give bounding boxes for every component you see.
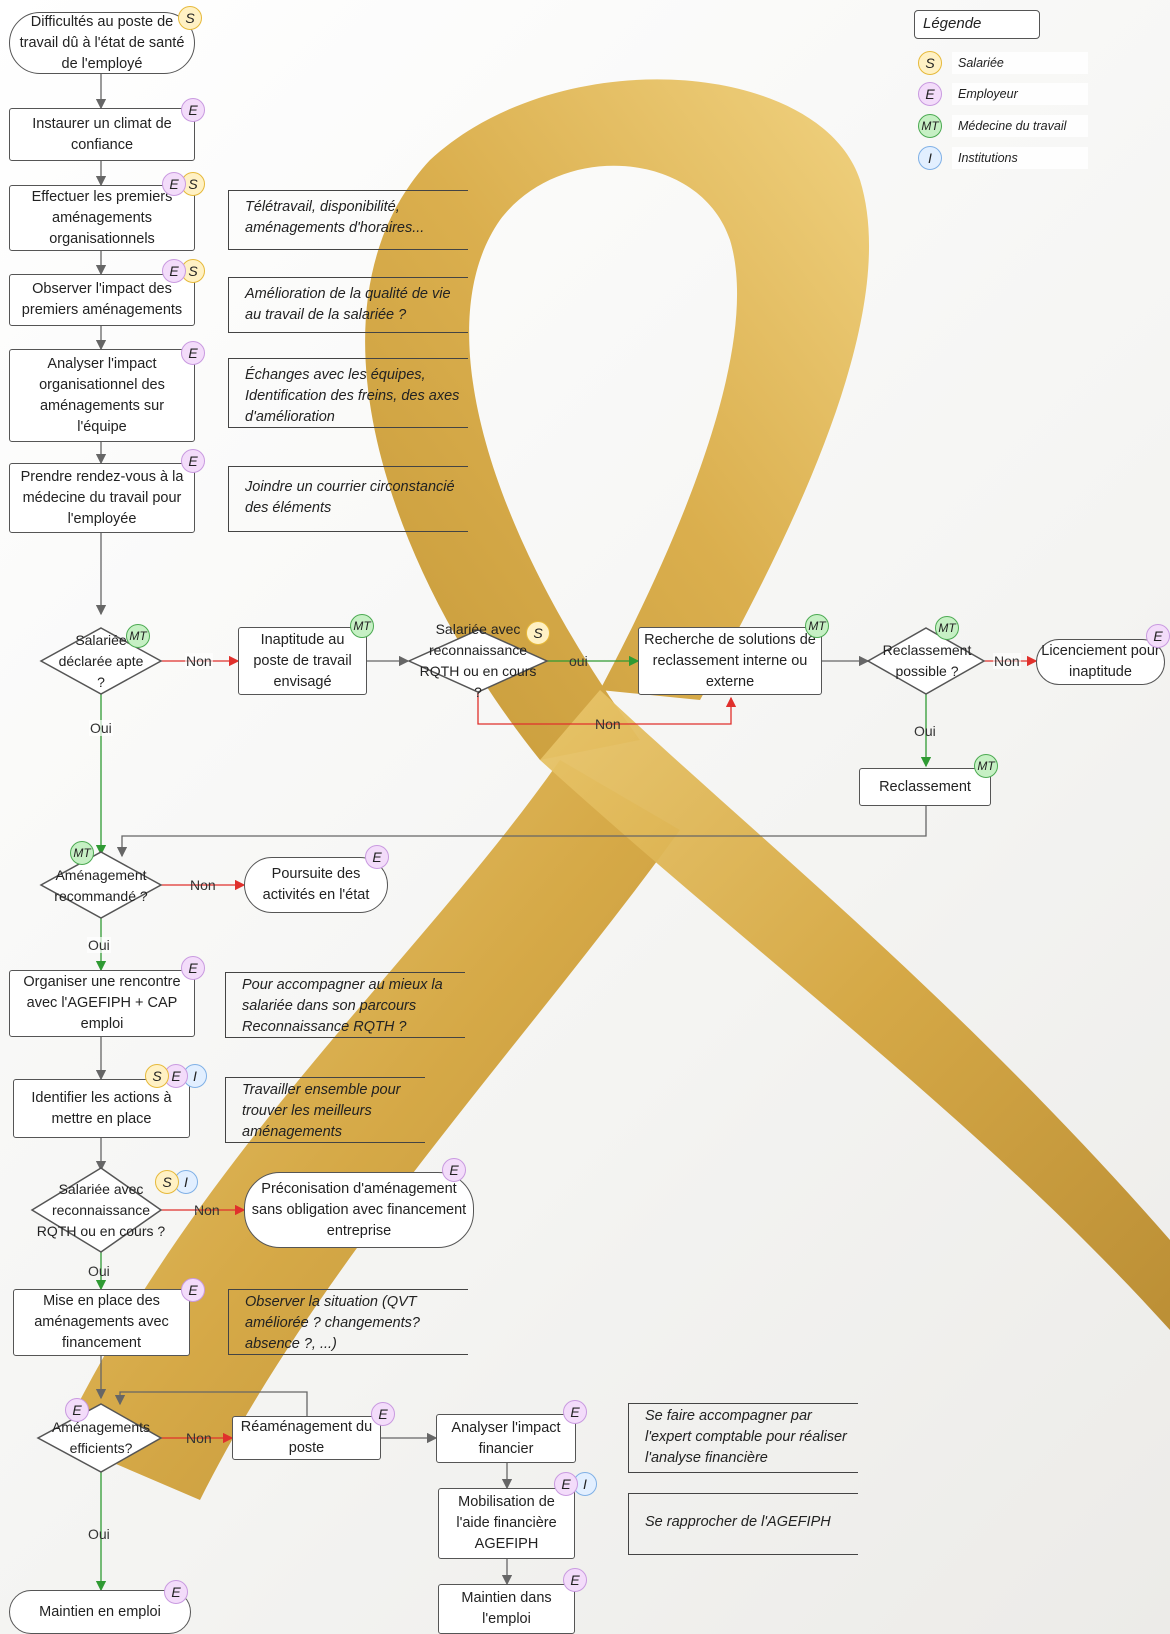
role-badge-e-n15: E <box>181 1278 205 1302</box>
note-observer-situation: Observer la situation (QVT améliorée ? c… <box>228 1289 468 1355</box>
role-badge-s-n1: S <box>178 6 202 30</box>
decision-label-amenagement-recommande: Aménagement recommandé ? <box>54 867 148 904</box>
role-badge-e-n3: E <box>162 172 186 196</box>
role-badge-s-d2: S <box>526 621 550 645</box>
role-badge-mt-d4: MT <box>70 841 94 865</box>
role-badge-e-n19: E <box>563 1568 587 1592</box>
legend-row-e: E Employeur <box>918 81 1094 107</box>
edge-label-oui-d2: oui <box>569 653 588 669</box>
start-node-difficultes: Difficultés au poste de travail dû à l'é… <box>9 12 195 74</box>
role-badge-s-n4: S <box>181 259 205 283</box>
role-badge-s-n13: S <box>145 1064 169 1088</box>
role-badge-e-n5: E <box>181 341 205 365</box>
role-badge-mt-n10: MT <box>974 754 998 778</box>
decision-label-reclassement-possible: Reclassement possible ? <box>882 642 972 679</box>
step-reamenagement: Réaménagement du poste <box>232 1416 381 1460</box>
legend-badge-i: I <box>918 146 942 170</box>
note-echanges: Échanges avec les équipes, Identificatio… <box>228 358 468 428</box>
role-badge-mt-d3: MT <box>935 616 959 640</box>
end-node-licenciement: Licenciement pour inaptitude <box>1036 639 1165 685</box>
role-badge-e-n16: E <box>371 1402 395 1426</box>
edge-label-non-d6: Non <box>186 1430 212 1446</box>
ribbon-right-tail <box>540 690 1170 1330</box>
note-accompagner: Pour accompagner au mieux la salariée da… <box>225 972 465 1038</box>
ribbon-loop <box>365 79 870 760</box>
step-analyser-impact-financier: Analyser l'impact financier <box>436 1414 576 1463</box>
step-climat-confiance: Instaurer un climat de confiance <box>9 108 195 161</box>
step-recherche-reclassement: Recherche de solutions de reclassement i… <box>638 627 822 695</box>
role-badge-e-n9: E <box>1146 624 1170 648</box>
legend-row-mt: MT Médecine du travail <box>918 113 1094 139</box>
note-teletravail: Télétravail, disponibilité, aménagements… <box>228 190 468 250</box>
step-observer-impact: Observer l'impact des premiers aménageme… <box>9 274 195 326</box>
role-badge-e-n12: E <box>181 956 205 980</box>
legend-label-mt: Médecine du travail <box>952 115 1088 137</box>
decision-label-rqth-2: Salariée avec reconnaissance RQTH ou en … <box>36 1180 166 1239</box>
note-qualite-vie: Amélioration de la qualité de vie au tra… <box>228 277 468 333</box>
edge-label-non-d5: Non <box>194 1202 220 1218</box>
edge-label-non-d4: Non <box>190 877 216 893</box>
legend-row-i: I Institutions <box>918 145 1094 171</box>
note-courrier: Joindre un courrier circonstancié des él… <box>228 466 468 532</box>
decision-label-rqth-1: Salariée avec reconnaissance RQTH ou en … <box>419 621 537 700</box>
note-expert-comptable: Se faire accompagner par l'expert compta… <box>628 1403 858 1473</box>
edge-label-oui-d5: Oui <box>88 1263 110 1279</box>
step-mise-en-place: Mise en place des aménagements avec fina… <box>13 1289 190 1356</box>
edge-label-oui-d4: Oui <box>87 937 111 953</box>
decision-label-efficients: Aménagements efficients? <box>51 1419 151 1456</box>
role-badge-mt-n8: MT <box>805 614 829 638</box>
role-badge-e-n11: E <box>365 845 389 869</box>
role-badge-mt-n7: MT <box>350 614 374 638</box>
step-analyser-impact-organisationnel: Analyser l'impact organisationnel des am… <box>9 349 195 442</box>
edge-label-oui-d3: Oui <box>914 723 936 739</box>
role-badge-e-n18: E <box>554 1472 578 1496</box>
legend-badge-mt: MT <box>918 114 942 138</box>
role-badge-mt-d1: MT <box>126 624 150 648</box>
end-node-poursuite: Poursuite des activités en l'état <box>244 857 388 913</box>
step-premiers-amenagements: Effectuer les premiers aménagements orga… <box>9 185 195 251</box>
end-node-maintien-dans-emploi: Maintien dans l'emploi <box>438 1584 575 1634</box>
step-identifier-actions: Identifier les actions à mettre en place <box>13 1079 190 1138</box>
legend-title: Légende <box>914 10 1040 39</box>
role-badge-e-n2: E <box>181 98 205 122</box>
legend-row-s: S Salariée <box>918 50 1094 76</box>
legend-label-s: Salariée <box>952 52 1088 74</box>
ribbon-left-tail <box>60 760 680 1500</box>
edge-label-non-d2: Non <box>595 716 621 732</box>
edge-label-oui-d1: Oui <box>89 720 113 736</box>
role-badge-e-n14: E <box>442 1158 466 1182</box>
end-node-maintien-en-emploi: Maintien en emploi <box>9 1590 191 1634</box>
note-travailler-ensemble: Travailler ensemble pour trouver les mei… <box>225 1077 425 1143</box>
role-badge-i-d5: I <box>174 1170 198 1194</box>
step-aide-financiere: Mobilisation de l'aide financière AGEFIP… <box>438 1488 575 1559</box>
role-badge-e-n6: E <box>181 449 205 473</box>
end-node-preconisation: Préconisation d'aménagement sans obligat… <box>244 1172 474 1248</box>
role-badge-e-d6: E <box>65 1398 89 1422</box>
edge-label-oui-d6: Oui <box>88 1526 110 1542</box>
step-inaptitude: Inaptitude au poste de travail envisagé <box>238 627 367 695</box>
edge-label-non-d1: Non <box>185 653 213 669</box>
legend-label-e: Employeur <box>952 83 1088 105</box>
step-reclassement: Reclassement <box>859 768 991 806</box>
legend-badge-e: E <box>918 82 942 106</box>
step-rendez-vous-medecine: Prendre rendez-vous à la médecine du tra… <box>9 463 195 533</box>
role-badge-e-n17: E <box>563 1400 587 1424</box>
role-badge-e-n4: E <box>162 259 186 283</box>
edge-label-non-d3: Non <box>993 653 1021 669</box>
legend-badge-s: S <box>918 51 942 75</box>
role-badge-e-n20: E <box>164 1580 188 1604</box>
legend-label-i: Institutions <box>952 147 1088 169</box>
step-rencontre-agefiph: Organiser une rencontre avec l'AGEFIPH +… <box>9 970 195 1037</box>
note-agefiph: Se rapprocher de l'AGEFIPH <box>628 1493 858 1555</box>
role-badge-s-d5: S <box>155 1170 179 1194</box>
